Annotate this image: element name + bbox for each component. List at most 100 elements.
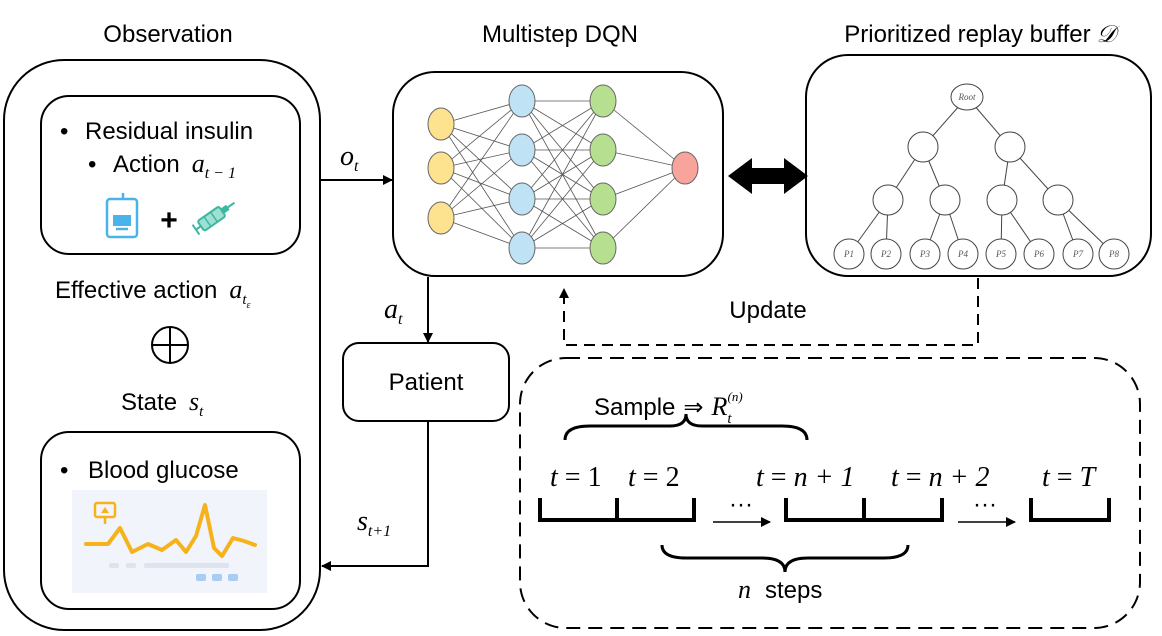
hidden1-node — [508, 133, 536, 167]
tree-node — [994, 131, 1026, 163]
tree-root-node — [950, 83, 984, 111]
dqn-buffer-double-arrow — [728, 158, 808, 194]
nn-edge — [602, 149, 686, 169]
glucose-chart-icon — [72, 490, 267, 593]
buffer-box — [805, 54, 1152, 277]
tree-leaf-label: P6 — [1033, 249, 1044, 259]
tree-leaf-node — [909, 238, 941, 270]
hidden1-node — [508, 231, 536, 265]
tree-node — [1042, 184, 1074, 216]
neural-network-nodes — [427, 84, 699, 265]
nn-edge — [440, 198, 523, 219]
tree-leaf-label: P1 — [843, 249, 854, 259]
sampling-dashed-box — [519, 357, 1141, 629]
output-node — [671, 151, 699, 185]
nn-edge — [602, 167, 686, 249]
hidden2-node — [589, 231, 617, 265]
tree-leaf-node — [833, 238, 865, 270]
neural-network-edges — [440, 100, 686, 249]
input-node — [427, 151, 455, 185]
residual-insulin-label: Residual insulin — [85, 118, 253, 145]
tree-node — [907, 131, 939, 163]
tree-leaf-label: P8 — [1108, 249, 1119, 259]
input-node — [427, 107, 455, 141]
segment-1-2 — [538, 498, 696, 522]
ellipsis-2: ··· — [973, 491, 997, 518]
tree-leaf-node — [1098, 238, 1130, 270]
update-dashed-arrow — [559, 278, 979, 346]
tree-leaf-label: P3 — [919, 249, 930, 259]
residual-insulin-box — [40, 95, 301, 255]
observation-title: Observation — [103, 21, 232, 48]
nn-edge — [440, 149, 523, 219]
hidden1-node — [508, 84, 536, 118]
ellipsis-1: ··· — [729, 491, 753, 518]
oplus-icon — [151, 326, 189, 364]
tree-node — [986, 184, 1018, 216]
tree-leaf-label: P4 — [957, 249, 968, 259]
nn-edge — [521, 149, 604, 249]
tree-leaf-node — [1062, 238, 1094, 270]
tree-leaf-label: P7 — [1072, 249, 1083, 259]
n-steps-brace — [660, 544, 910, 573]
sample-brace — [563, 413, 809, 441]
dqn-title: Multistep DQN — [482, 21, 638, 48]
tree-node — [872, 184, 904, 216]
observation-container — [3, 59, 321, 631]
a-t-label: at — [384, 294, 403, 328]
tree-leaf-label: P5 — [995, 249, 1006, 259]
nn-edge — [440, 100, 523, 169]
tree-leaf-node — [947, 238, 979, 270]
hidden1-node — [508, 182, 536, 216]
nn-edge — [521, 198, 604, 249]
syringe-icon — [191, 201, 236, 236]
segment-T — [1029, 498, 1111, 522]
tree-leaf-node — [1023, 238, 1055, 270]
nn-edge — [440, 123, 523, 200]
patient-box — [342, 342, 510, 422]
tree-leaf-node — [870, 238, 902, 270]
nn-edge — [521, 100, 604, 249]
hidden2-node — [589, 182, 617, 216]
nn-edge — [602, 167, 686, 200]
patient-to-observation-arrow — [321, 421, 429, 571]
nn-edge — [440, 167, 523, 249]
hidden2-node — [589, 133, 617, 167]
sample-return-label: Sample⇒Rt(n) — [594, 389, 743, 427]
sum-tree-edges — [848, 96, 1115, 255]
timestep-label: t = n + 2 — [891, 462, 989, 493]
timestep-label: t = 2 — [628, 462, 680, 493]
nn-edge — [440, 100, 523, 219]
tree-root-label: Root — [958, 92, 976, 102]
patient-label: Patient — [389, 369, 464, 396]
input-node — [427, 201, 455, 235]
dqn-box — [392, 71, 724, 277]
timestep-label: t = 1 — [550, 462, 602, 493]
tree-leaf-node — [985, 238, 1017, 270]
nn-edge — [440, 123, 523, 151]
segment-n1-n2 — [784, 498, 944, 522]
nn-edge — [440, 100, 523, 125]
residual-insulin-bullet: • — [60, 118, 68, 145]
nn-edge — [440, 217, 523, 249]
timestep-label: t = T — [1042, 462, 1098, 493]
timestep-label: t = n + 1 — [756, 462, 854, 493]
action-bullet: • — [88, 151, 96, 178]
blood-glucose-bullet: • — [60, 457, 68, 484]
blood-glucose-label: Blood glucose — [88, 457, 239, 484]
s-t1-label: st+1 — [357, 506, 391, 540]
hidden2-node — [589, 84, 617, 118]
plus-icon: + — [160, 204, 178, 237]
timestep-labels: t = 1 t = 2 t = n + 1 t = n + 2 t = T — [550, 462, 1098, 493]
update-label: Update — [729, 297, 806, 324]
nn-edge — [602, 100, 686, 169]
insulin-pump-icon — [105, 193, 139, 239]
nn-edge — [521, 100, 604, 200]
nn-edge — [521, 100, 604, 151]
